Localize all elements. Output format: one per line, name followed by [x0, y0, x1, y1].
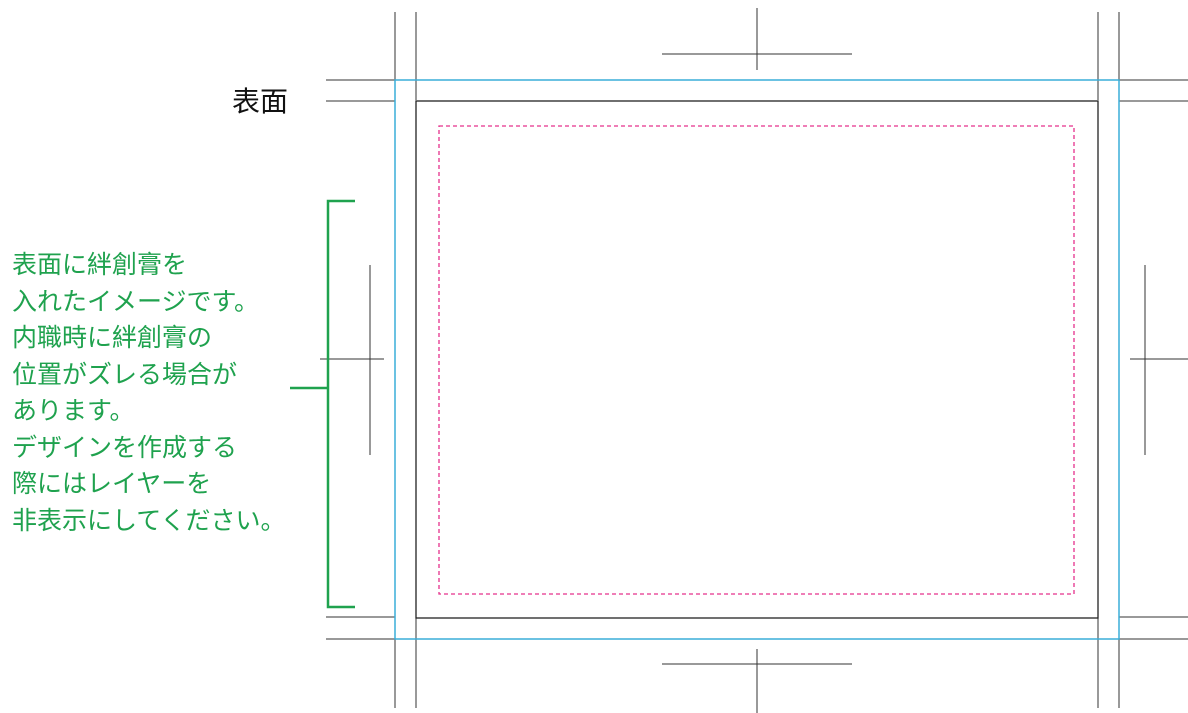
note-bracket — [290, 199, 355, 609]
note-line: 位置がズレる場合が — [12, 359, 238, 389]
note-line: 内職時に絆創膏の — [12, 323, 213, 352]
note-line: 表面に絆創膏を — [12, 250, 188, 279]
crop-mark-bottom-left — [326, 616, 417, 708]
note-line: あります。 — [12, 396, 135, 425]
bleed-border — [394, 79, 1120, 640]
page-side-label: 表面 — [232, 85, 289, 118]
note-line: 際にはレイヤーを — [12, 469, 212, 498]
note-line: デザインを作成する — [12, 432, 238, 462]
crop-mark-top-left — [326, 12, 417, 102]
layer-note: 表面に絆創膏を 入れたイメージです。 内職時に絆創膏の 位置がズレる場合が あり… — [12, 247, 312, 539]
center-mark-bottom — [662, 649, 852, 713]
trim-border — [415, 100, 1099, 619]
crop-mark-bottom-right — [1097, 616, 1188, 708]
crop-mark-top-right — [1097, 12, 1188, 102]
safe-area-border — [438, 125, 1075, 595]
center-mark-top — [662, 8, 852, 70]
center-mark-left — [320, 265, 384, 455]
note-line: 入れたイメージです。 — [12, 286, 260, 316]
center-mark-right — [1130, 265, 1188, 455]
note-line: 非表示にしてください。 — [12, 505, 286, 535]
